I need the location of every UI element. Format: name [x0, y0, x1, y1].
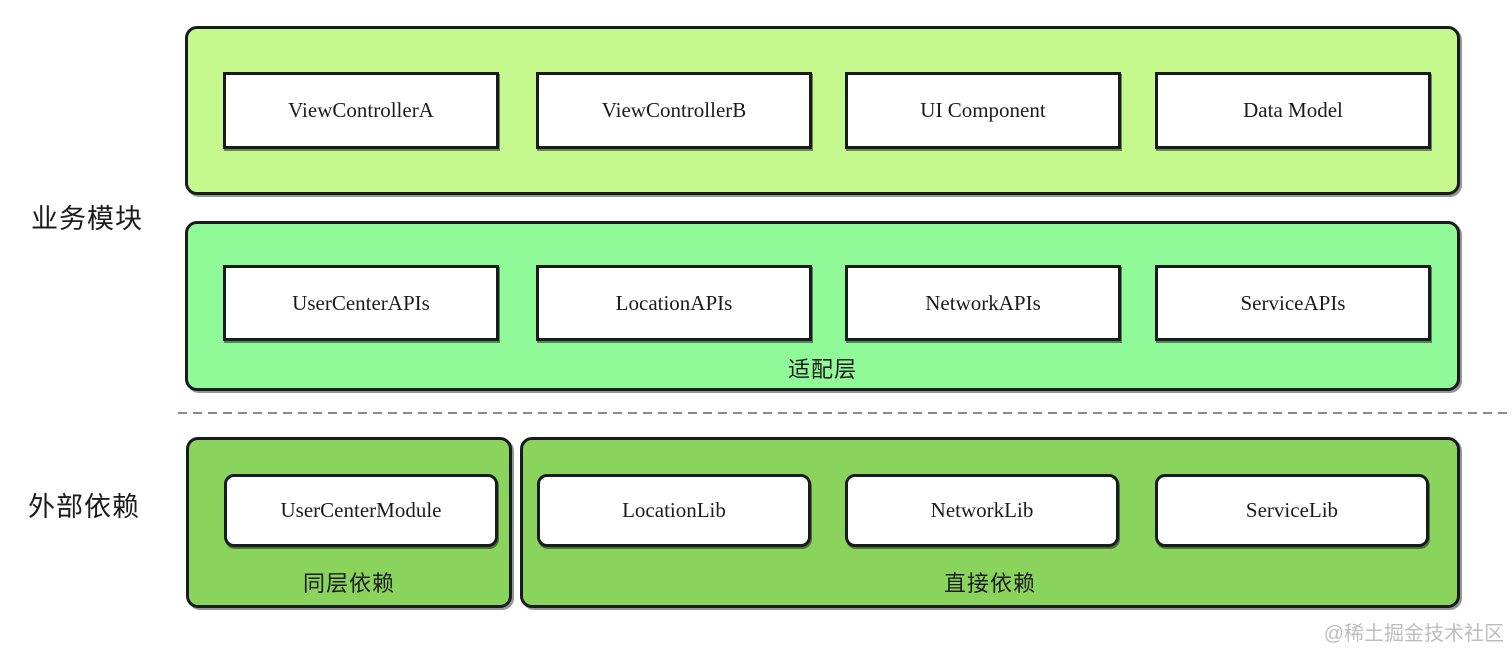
box-location-apis: LocationAPIs [536, 265, 812, 341]
layer-business-ui: ViewControllerA ViewControllerB UI Compo… [185, 26, 1460, 195]
caption-adapter-layer: 适配层 [787, 357, 857, 382]
row-label-business-modules: 业务模块 [31, 204, 143, 234]
watermark-juejin-community: @稀土掘金技术社区 [1323, 623, 1504, 645]
group-direct-dependency: LocationLib NetworkLib ServiceLib 直接依赖 [520, 437, 1460, 608]
box-viewcontroller-b: ViewControllerB [536, 72, 812, 149]
box-network-apis: NetworkAPIs [845, 265, 1121, 341]
box-network-lib: NetworkLib [845, 474, 1119, 547]
caption-same-layer-dependency: 同层依赖 [302, 571, 395, 596]
caption-direct-dependency: 直接依赖 [943, 571, 1036, 596]
box-data-model: Data Model [1155, 72, 1431, 149]
box-viewcontroller-a: ViewControllerA [223, 72, 499, 149]
row-label-external-dependencies: 外部依赖 [28, 492, 140, 522]
box-usercenter-module: UserCenterModule [224, 474, 498, 547]
box-location-lib: LocationLib [537, 474, 811, 547]
box-usercenter-apis: UserCenterAPIs [223, 265, 499, 341]
dashed-divider [178, 412, 1512, 414]
box-service-apis: ServiceAPIs [1155, 265, 1431, 341]
box-service-lib: ServiceLib [1155, 474, 1429, 547]
layer-adapter: UserCenterAPIs LocationAPIs NetworkAPIs … [185, 221, 1460, 391]
box-ui-component: UI Component [845, 72, 1121, 149]
group-same-layer-dependency: UserCenterModule 同层依赖 [186, 437, 512, 608]
